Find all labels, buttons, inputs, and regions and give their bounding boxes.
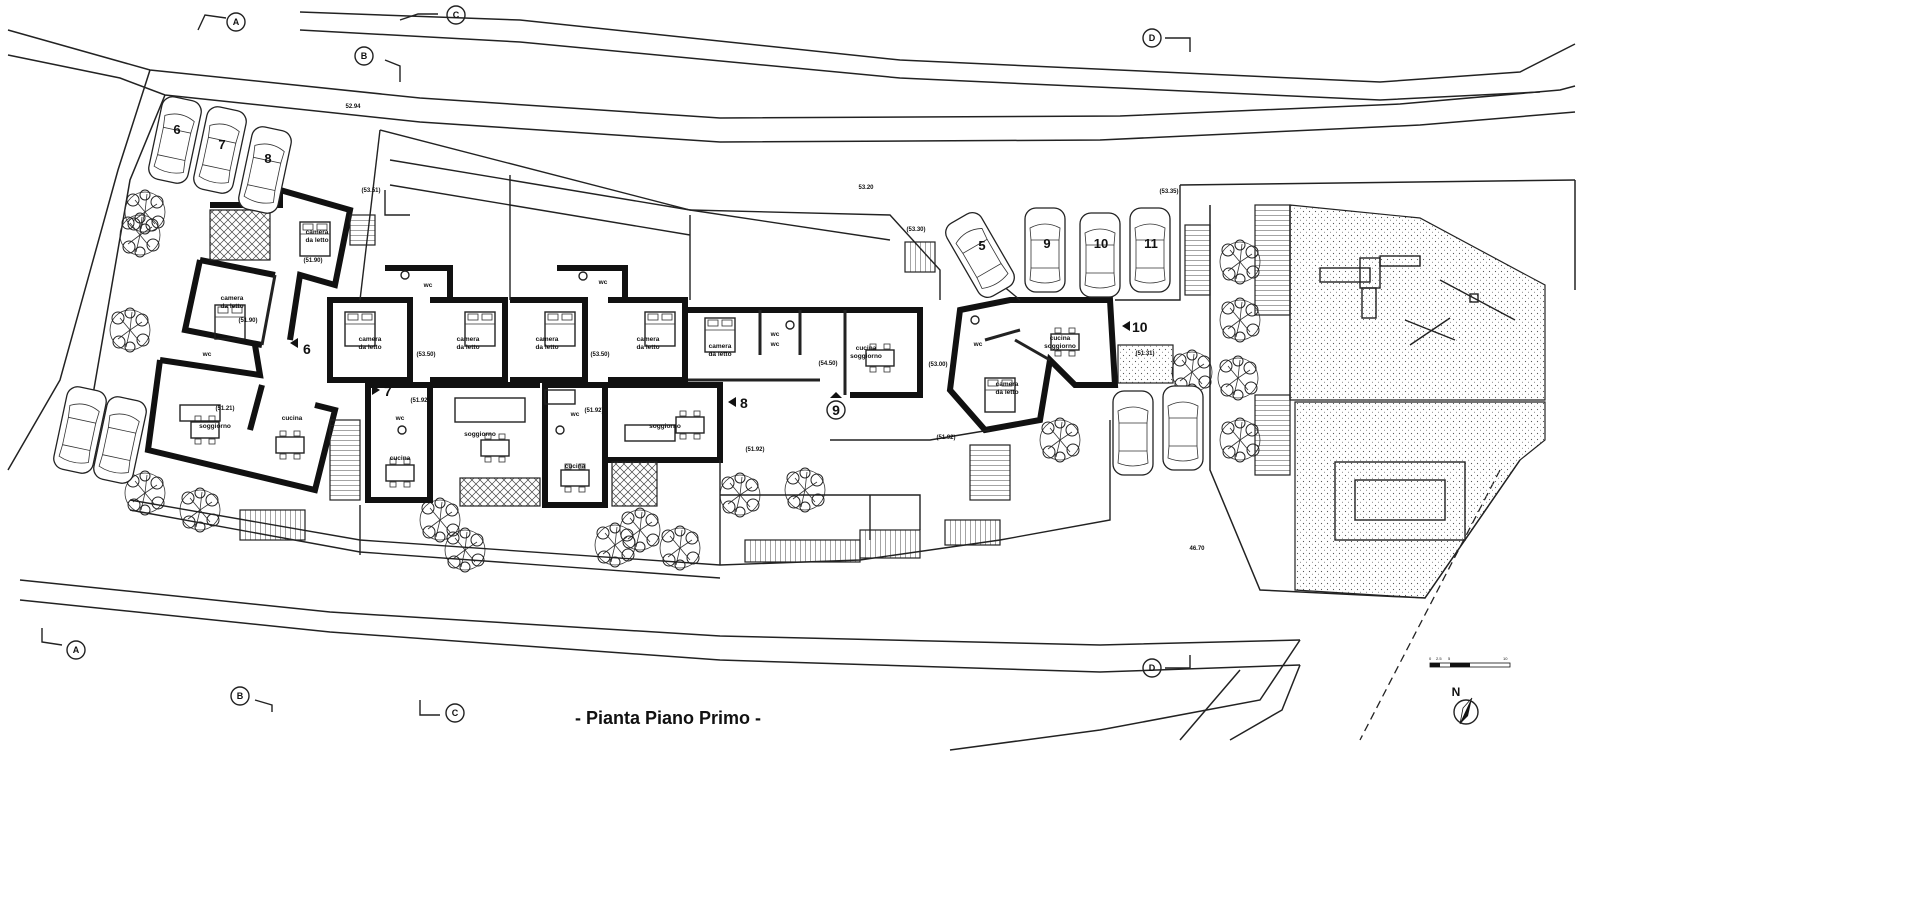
section-letter: D [1149, 33, 1156, 43]
parking-number: 9 [1043, 236, 1050, 251]
entry-number: 10 [1132, 319, 1148, 335]
parking-number: 6 [173, 122, 180, 137]
section-letter: B [237, 691, 244, 701]
north-label: N [1452, 685, 1461, 699]
entry-number: 7 [384, 383, 392, 399]
stairs [239, 214, 1211, 563]
level-mark: (51.31) [1135, 351, 1154, 357]
level-mark: 46.70 [1189, 546, 1205, 552]
room-label: wc [423, 282, 433, 289]
level-mark: (53.50) [416, 352, 435, 358]
level-mark: (53.50) [590, 352, 609, 358]
level-mark: (51.90) [303, 258, 322, 264]
room-label: cucina [390, 455, 411, 462]
room-label: soggiorno [199, 423, 231, 430]
room-label: cucina [282, 415, 303, 422]
hedges [384, 159, 891, 241]
level-mark: (51.92) [745, 447, 764, 453]
scale-bar: 0 2.5 5 10 [1429, 656, 1511, 668]
level-mark: (51.92) [584, 408, 603, 414]
scale-label: 5 [1448, 656, 1451, 661]
section-markers: A B C D A B C D [41, 5, 1191, 723]
room-label: soggiorno [649, 423, 681, 430]
level-mark: 53.20 [858, 185, 874, 191]
level-annotations: 52.94 (53.51) (51.90) (51.90) (51.21) (5… [215, 104, 1205, 552]
parking-number: 7 [218, 137, 225, 152]
entry-number: 9 [832, 402, 840, 418]
level-mark: (53.00) [928, 362, 947, 368]
site-roads [7, 11, 1576, 751]
page-title: - Pianta Piano Primo - [575, 708, 761, 728]
room-label: wc [395, 415, 405, 422]
room-label: wc [570, 411, 580, 418]
section-letter: A [73, 645, 80, 655]
furniture [179, 221, 1080, 493]
room-label: wc [598, 279, 608, 286]
level-mark: (53.30) [906, 227, 925, 233]
level-mark: (53.51) [361, 188, 380, 194]
section-letter: B [361, 51, 368, 61]
room-label: cucina [565, 463, 586, 470]
section-letter: C [452, 708, 459, 718]
entry-markers: 6 7 8 9 10 [290, 319, 1148, 420]
section-letter: D [1149, 663, 1156, 673]
section-letter: A [233, 17, 240, 27]
scale-label: 2.5 [1436, 656, 1442, 661]
room-label: soggiorno [464, 431, 496, 438]
north-arrow: N [1452, 685, 1479, 725]
parking-numbers: 6 7 8 5 9 10 11 [173, 122, 1157, 253]
section-letter: C [453, 10, 460, 20]
room-label: wc [770, 341, 780, 348]
building-walls [144, 186, 1119, 508]
room-label: wc [973, 341, 983, 348]
level-mark: (51.92) [410, 398, 429, 404]
room-label: wc [202, 351, 212, 358]
level-mark: (51.92) [936, 435, 955, 441]
scale-label: 10 [1503, 656, 1508, 661]
parking-number: 10 [1094, 236, 1108, 251]
parking-number: 5 [978, 238, 985, 253]
level-mark: (54.50) [818, 361, 837, 367]
level-mark: (51.21) [215, 406, 234, 412]
parking-number: 8 [264, 151, 271, 166]
level-mark: 52.94 [345, 104, 361, 110]
garden-area [1254, 204, 1546, 599]
parking-number: 11 [1144, 236, 1158, 251]
level-mark: (51.90) [238, 318, 257, 324]
scale-label: 0 [1429, 656, 1432, 661]
entry-number: 8 [740, 395, 748, 411]
room-label: wc [770, 331, 780, 338]
entry-number: 6 [303, 341, 311, 357]
balconies [209, 209, 1174, 507]
level-mark: (53.35) [1159, 189, 1178, 195]
